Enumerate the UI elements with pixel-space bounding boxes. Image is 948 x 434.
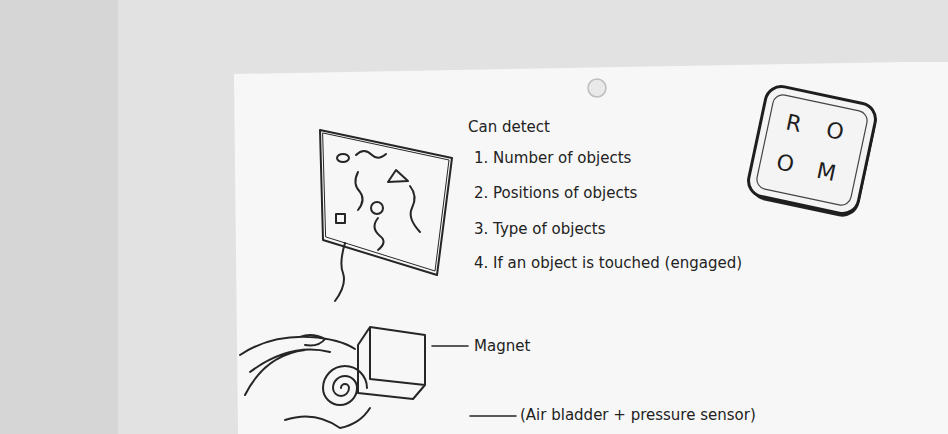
squiggle [356,151,386,158]
leader-line [432,345,468,347]
squiggle [355,172,362,210]
tile-outline [741,79,883,221]
back-sheet [118,0,948,434]
panel-edge [323,133,449,271]
sensor-panel [320,130,452,275]
note-text: 1. Number of objects [474,149,631,167]
magnet-block [358,327,425,399]
object-triangle [388,170,408,182]
object-circle [371,202,383,214]
paper-sheet [234,62,948,434]
object-ellipse [337,154,349,162]
note-text: (Air bladder + pressure sensor) [520,406,756,424]
note-text: 2. Positions of objects [474,184,637,202]
hand-sketch [240,335,355,395]
heading-note: Can detect [468,118,550,136]
cable [335,243,345,301]
note-text: 4. If an object is touched (engaged) [474,254,742,272]
leader-line [470,415,516,417]
hand-sketch [285,408,370,428]
tile-face [746,84,879,217]
squiggle [410,186,420,232]
squiggle [374,218,383,250]
room-tile: ROOM [746,84,879,217]
tile-inner-edge [755,93,869,207]
note-text: Magnet [474,337,530,355]
spiral [323,366,367,405]
object-square [336,214,345,223]
note-text: 3. Type of objects [474,220,606,238]
push-pin [588,79,606,97]
